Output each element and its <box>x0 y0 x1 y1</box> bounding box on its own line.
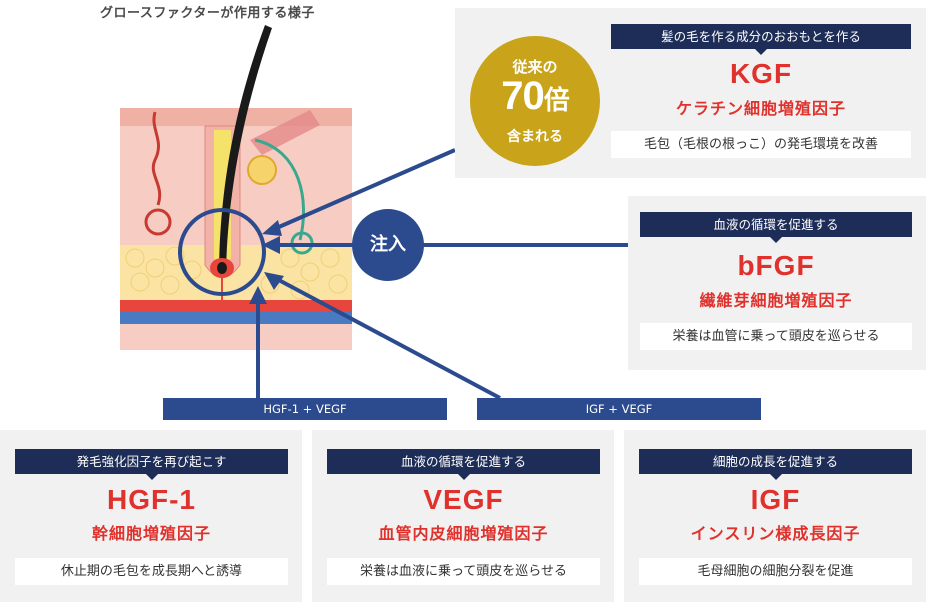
badge-line3: 含まれる <box>507 129 563 145</box>
kgf-fullname: ケラチン細胞増殖因子 <box>675 99 846 118</box>
badge-line1: 従来の <box>512 58 558 76</box>
inject-badge: 注入 <box>352 209 424 281</box>
vegf-pill: 血液の循環を促進する <box>327 449 600 480</box>
skin-cross-section <box>120 25 352 350</box>
vegf-abbr: VEGF <box>423 484 504 515</box>
arrowhead-hgf <box>249 286 267 304</box>
badge-number: 70倍 <box>470 74 600 119</box>
diagram-title: グロースファクターが作用する様子 <box>100 6 315 21</box>
badge-unit: 倍 <box>543 86 570 116</box>
arrows <box>256 148 628 400</box>
artery <box>120 300 352 312</box>
igf-desc: 毛母細胞の細胞分裂を促進 <box>639 558 912 585</box>
bfgf-desc: 栄養は血管に乗って頭皮を巡らせる <box>640 323 912 350</box>
arrow-igf <box>274 276 501 400</box>
hair-shaft <box>219 25 272 270</box>
target-ring <box>178 208 266 296</box>
vein <box>120 312 352 324</box>
lower-dermis <box>120 324 352 350</box>
igf-abbr: IGF <box>750 484 801 515</box>
kgf-abbr: KGF <box>729 58 793 89</box>
kgf-pill: 髪の毛を作る成分のおおもとを作る <box>611 24 911 55</box>
dermal-papilla <box>217 262 227 274</box>
hgf-desc: 休止期の毛包を成長期へと誘導 <box>15 558 288 585</box>
hgf-fullname: 幹細胞増殖因子 <box>91 524 211 543</box>
bfgf-fullname: 繊維芽細胞増殖因子 <box>699 291 853 310</box>
arrow-kgf <box>271 148 456 232</box>
arrowheads <box>249 220 284 304</box>
arrowhead-kgf <box>262 220 282 236</box>
arrowhead-bfgf <box>262 236 280 254</box>
vegf-fullname: 血管内皮細胞増殖因子 <box>378 524 549 543</box>
hgf-pill: 発毛強化因子を再び起こす <box>15 449 288 480</box>
bfgf-pill: 血液の循環を促進する <box>640 212 912 243</box>
kgf-desc: 毛包（毛根の根っこ）の発毛環境を改善 <box>611 131 911 158</box>
badge-value: 70 <box>501 74 544 118</box>
sweat-duct <box>151 111 162 206</box>
fat-cells <box>125 246 348 300</box>
bar-igf-vegf: IGF + VEGF <box>477 398 761 420</box>
sebaceous-gland <box>247 155 277 185</box>
igf-fullname: インスリン様成長因子 <box>690 524 861 543</box>
bfgf-abbr: bFGF <box>737 250 815 281</box>
hgf-abbr: HGF-1 <box>107 484 196 515</box>
arrowhead-igf <box>264 272 284 290</box>
sweat-gland <box>144 208 172 236</box>
nerve-fiber <box>254 138 306 241</box>
igf-pill: 細胞の成長を促進する <box>639 449 912 480</box>
ratio-badge: 従来の 70倍 含まれる <box>470 36 600 166</box>
bar-hgf-vegf: HGF-1 + VEGF <box>163 398 447 420</box>
vegf-desc: 栄養は血液に乗って頭皮を巡らせる <box>327 558 600 585</box>
